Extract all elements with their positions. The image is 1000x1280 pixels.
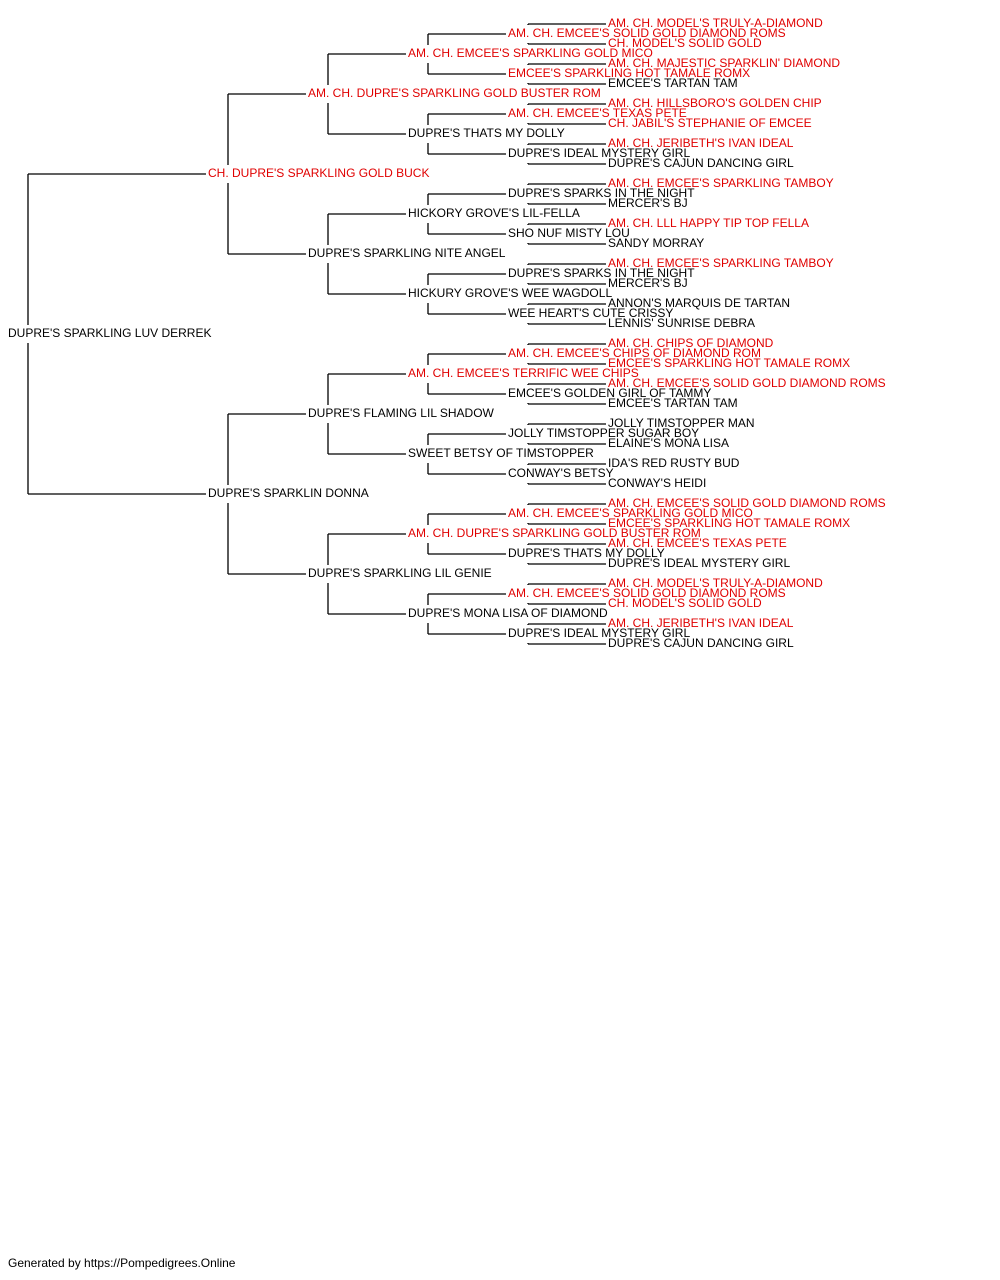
dog-name[interactable]: AM. CH. EMCEE'S TERRIFIC WEE CHIPS [408,366,639,380]
dog-name[interactable]: AM. CH. MODEL'S TRULY-A-DIAMOND [608,576,823,590]
dog-name[interactable]: CH. DUPRE'S SPARKLING GOLD BUCK [208,166,429,180]
dog-name[interactable]: DUPRE'S IDEAL MYSTERY GIRL [508,626,690,640]
dog-name[interactable]: DUPRE'S FLAMING LIL SHADOW [308,406,495,420]
dog-name[interactable]: SWEET BETSY OF TIMSTOPPER [408,446,594,460]
dog-name[interactable]: AM. CH. EMCEE'S SOLID GOLD DIAMOND ROMS [608,496,886,510]
dog-name[interactable]: DUPRE'S SPARKLING NITE ANGEL [308,246,506,260]
dog-name[interactable]: EMCEE'S TARTAN TAM [608,76,738,90]
dog-name[interactable]: DUPRE'S SPARKS IN THE NIGHT [508,266,695,280]
dog-name[interactable]: DUPRE'S MONA LISA OF DIAMOND [408,606,608,620]
dog-name[interactable]: AM. CH. EMCEE'S SOLID GOLD DIAMOND ROMS [508,586,786,600]
dog-name[interactable]: CONWAY'S BETSY [508,466,614,480]
dog-name[interactable]: DUPRE'S THATS MY DOLLY [508,546,665,560]
dog-name[interactable]: AM. CH. DUPRE'S SPARKLING GOLD BUSTER RO… [308,86,601,100]
dog-name[interactable]: CONWAY'S HEIDI [608,476,706,490]
dog-name[interactable]: HICKURY GROVE'S WEE WAGDOLL [408,286,612,300]
dog-name[interactable]: AM. CH. EMCEE'S TEXAS PETE [508,106,687,120]
dog-name[interactable]: CH. MODEL'S SOLID GOLD [608,596,762,610]
dog-name[interactable]: EMCEE'S SPARKLING HOT TAMALE ROMX [608,516,850,530]
dog-name[interactable]: EMCEE'S GOLDEN GIRL OF TAMMY [508,386,711,400]
dog-name[interactable]: AM. CH. HILLSBORO'S GOLDEN CHIP [608,96,822,110]
dog-name[interactable]: MERCER'S BJ [608,196,688,210]
dog-name[interactable]: DUPRE'S SPARKLING LUV DERREK [8,326,211,340]
dog-name[interactable]: JOLLY TIMSTOPPER MAN [608,416,754,430]
dog-name[interactable]: DUPRE'S SPARKS IN THE NIGHT [508,186,695,200]
dog-name[interactable]: DUPRE'S SPARKLIN DONNA [208,486,369,500]
dog-name[interactable]: EMCEE'S SPARKLING HOT TAMALE ROMX [508,66,750,80]
dog-name[interactable]: AM. CH. CHIPS OF DIAMOND [608,336,774,350]
dog-name[interactable]: DUPRE'S IDEAL MYSTERY GIRL [508,146,690,160]
dog-name[interactable]: AM. CH. EMCEE'S CHIPS OF DIAMOND ROM [508,346,761,360]
dog-name[interactable]: MERCER'S BJ [608,276,688,290]
dog-name[interactable]: AM. CH. MAJESTIC SPARKLIN' DIAMOND [608,56,840,70]
dog-name[interactable]: IDA'S RED RUSTY BUD [608,456,740,470]
dog-name[interactable]: CH. JABIL'S STEPHANIE OF EMCEE [608,116,812,130]
dog-name[interactable]: EMCEE'S TARTAN TAM [608,396,738,410]
dog-name[interactable]: AM. CH. DUPRE'S SPARKLING GOLD BUSTER RO… [408,526,701,540]
dog-name[interactable]: AM. CH. MODEL'S TRULY-A-DIAMOND [608,16,823,30]
dog-name[interactable]: AM. CH. JERIBETH'S IVAN IDEAL [608,616,794,630]
generated-by-footer: Generated by https://Pompedigrees.Online [8,1256,236,1270]
dog-name[interactable]: AM. CH. JERIBETH'S IVAN IDEAL [608,136,794,150]
dog-name[interactable]: DUPRE'S IDEAL MYSTERY GIRL [608,556,790,570]
dog-name[interactable]: AM. CH. EMCEE'S SPARKLING TAMBOY [608,176,834,190]
dog-name[interactable]: EMCEE'S SPARKLING HOT TAMALE ROMX [608,356,850,370]
dog-name[interactable]: AM. CH. EMCEE'S SPARKLING GOLD MICO [408,46,653,60]
dog-name[interactable]: HICKORY GROVE'S LIL-FELLA [408,206,580,220]
dog-name[interactable]: SHO NUF MISTY LOU [508,226,630,240]
dog-name[interactable]: AM. CH. EMCEE'S SPARKLING GOLD MICO [508,506,753,520]
dog-name[interactable]: LENNIS' SUNRISE DEBRA [608,316,755,330]
dog-name[interactable]: AM. CH. EMCEE'S SOLID GOLD DIAMOND ROMS [608,376,886,390]
dog-name[interactable]: JOLLY TIMSTOPPER SUGAR BOY [508,426,699,440]
dog-name[interactable]: AM. CH. EMCEE'S SOLID GOLD DIAMOND ROMS [508,26,786,40]
dog-name[interactable]: DUPRE'S CAJUN DANCING GIRL [608,636,794,650]
dog-name[interactable]: ANNON'S MARQUIS DE TARTAN [608,296,790,310]
dog-name[interactable]: DUPRE'S SPARKLING LIL GENIE [308,566,492,580]
dog-name[interactable]: AM. CH. LLL HAPPY TIP TOP FELLA [608,216,809,230]
dog-name[interactable]: AM. CH. EMCEE'S TEXAS PETE [608,536,787,550]
dog-name[interactable]: WEE HEART'S CUTE CRISSY [508,306,673,320]
dog-name[interactable]: DUPRE'S CAJUN DANCING GIRL [608,156,794,170]
dog-name[interactable]: AM. CH. EMCEE'S SPARKLING TAMBOY [608,256,834,270]
dog-name[interactable]: SANDY MORRAY [608,236,704,250]
dog-name[interactable]: DUPRE'S THATS MY DOLLY [408,126,565,140]
dog-name[interactable]: ELAINE'S MONA LISA [608,436,729,450]
dog-name[interactable]: CH. MODEL'S SOLID GOLD [608,36,762,50]
